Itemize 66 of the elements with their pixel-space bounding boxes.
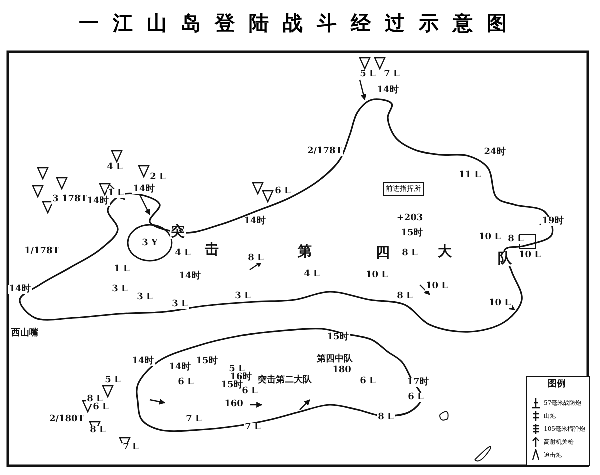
map-label: 3 L xyxy=(234,292,252,302)
map-label: 1 L xyxy=(113,266,131,274)
map-label: 14时 xyxy=(376,86,400,96)
map-label: 第四中队 xyxy=(316,356,354,364)
map-label: 2/180T xyxy=(48,416,86,424)
map-label: 5 L xyxy=(359,70,377,80)
unit-name-label: 四 xyxy=(375,246,391,260)
map-label: +203 xyxy=(396,214,424,224)
map-label: 5 L xyxy=(104,376,122,386)
map-label: 7 L xyxy=(185,416,203,424)
map-label: 15时 xyxy=(195,358,219,366)
map-label: 3 L xyxy=(136,294,154,302)
unit-name-label: 第 xyxy=(297,245,313,259)
unit-name-label: 队 xyxy=(497,252,513,266)
map-label: 17时 xyxy=(406,378,430,388)
map-label: 14时 xyxy=(8,286,32,294)
map-label: 4 L xyxy=(106,164,124,172)
map-label: 15时 xyxy=(400,230,424,238)
map-label: 6 L xyxy=(92,404,110,412)
map-label: 8 L xyxy=(89,426,107,436)
map-label: 14时 xyxy=(132,186,156,194)
map-label: 6 L xyxy=(359,378,377,386)
map-label: 10 L xyxy=(518,252,542,260)
map-label: 2 L xyxy=(149,174,167,182)
map-label: 160 xyxy=(224,400,244,410)
map-label: 8 L xyxy=(401,250,419,258)
map-title: 一江山岛登陆战斗经过示意图 xyxy=(78,10,522,37)
map-label: 6 L xyxy=(177,378,195,388)
map-label: 突击第二大队 xyxy=(257,376,313,386)
map-label: 西山嘴 xyxy=(10,330,40,338)
map-label: 11 L xyxy=(458,172,482,180)
map-label: 6 L xyxy=(407,394,425,402)
map-label: 图例 xyxy=(547,380,567,390)
map-label: 3 178T xyxy=(52,196,88,204)
map-label: 4 L xyxy=(303,270,321,280)
unit-name-label: 击 xyxy=(204,243,220,257)
map-label: 14时 xyxy=(243,218,267,226)
map-label: 4 L xyxy=(174,250,192,258)
map-label: 19时 xyxy=(541,218,565,226)
map-label: 14时 xyxy=(86,198,110,206)
map-label: 8 L xyxy=(247,254,265,264)
map-label: 6 L xyxy=(274,188,292,196)
map-label: 7 L xyxy=(383,70,401,80)
map-label: 14时 xyxy=(131,358,155,366)
map-label: 180 xyxy=(332,366,352,376)
map-label: 10 L xyxy=(365,272,389,280)
map-label: 24时 xyxy=(483,148,507,158)
map-label: 6 L xyxy=(241,388,259,396)
map-label: 1 L xyxy=(107,190,125,198)
map-label: 3 L xyxy=(111,286,129,294)
map-label: 14时 xyxy=(178,272,202,282)
map-label: 1/178T xyxy=(23,248,61,256)
map-label: 7 L xyxy=(122,444,140,452)
map-label: 15时 xyxy=(326,334,350,342)
map-label: 10 L xyxy=(425,282,449,292)
map-label: 3 Y xyxy=(141,240,159,248)
unit-name-label: 大 xyxy=(437,245,453,259)
map-label: 10 L xyxy=(488,300,512,308)
unit-name-label: 突 xyxy=(170,225,186,239)
map-label: 8 L xyxy=(377,414,395,422)
map-label: 8 L xyxy=(396,292,414,302)
map-label: 10 L xyxy=(478,234,502,242)
map-label: 2/178T xyxy=(306,148,344,156)
map-label: 3 L xyxy=(171,300,189,310)
map-label: 14时 xyxy=(168,364,192,372)
map-label: 15时 xyxy=(220,382,244,390)
